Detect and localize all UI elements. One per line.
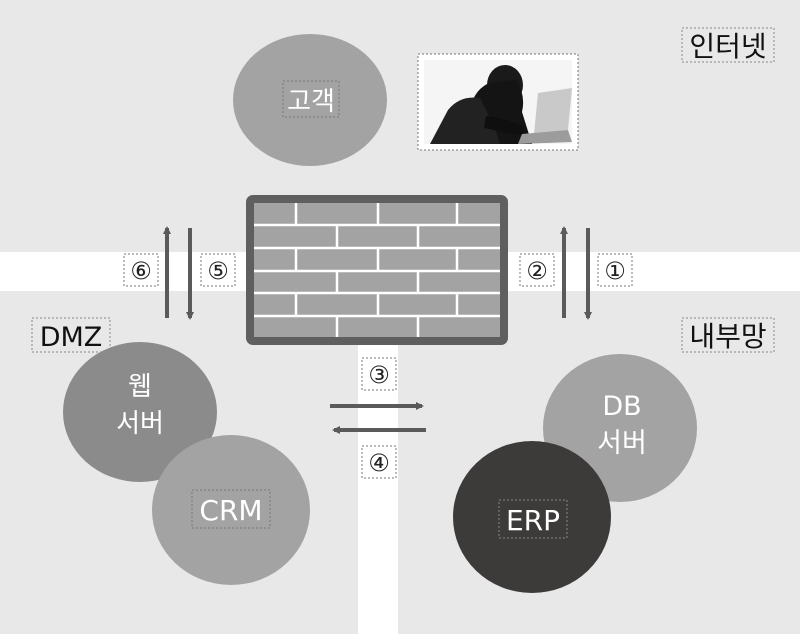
step-1-label: ① xyxy=(604,257,626,285)
step-3-box xyxy=(361,357,397,391)
db-server-label-line1: DB xyxy=(602,391,641,422)
internal-zone-label: 내부망 xyxy=(689,320,766,353)
erp-node xyxy=(453,441,611,593)
erp-label: ERP xyxy=(506,504,560,537)
crm-label-box xyxy=(191,489,271,529)
firewall xyxy=(246,195,508,345)
customer-node xyxy=(233,34,387,166)
internet-label-box xyxy=(681,27,775,63)
web-server-label-line1: 웹 xyxy=(128,372,152,402)
internal-label-box xyxy=(681,317,775,353)
erp-label-box xyxy=(498,499,568,539)
step-4-label: ④ xyxy=(368,449,390,477)
step-4-box xyxy=(361,445,397,479)
step-3-label: ③ xyxy=(368,361,390,389)
web-server-node xyxy=(63,342,217,482)
web-server-label-line2: 서버 xyxy=(116,409,164,439)
customer-label: 고객 xyxy=(287,87,335,117)
step-2-label: ② xyxy=(526,257,548,285)
step-2-box xyxy=(519,253,555,287)
internet-zone-label: 인터넷 xyxy=(689,30,766,63)
step-6-label: ⑥ xyxy=(130,257,152,285)
step-5-label: ⑤ xyxy=(207,257,229,285)
customer-label-box xyxy=(282,80,340,118)
crm-node xyxy=(152,435,310,585)
hacker-image xyxy=(417,53,579,151)
step-1-box xyxy=(597,253,633,287)
step-5-box xyxy=(200,253,236,287)
crm-label: CRM xyxy=(199,494,262,527)
db-server-label-line2: 서버 xyxy=(597,428,647,459)
dmz-zone-label: DMZ xyxy=(40,322,103,353)
step-6-box xyxy=(123,253,159,287)
